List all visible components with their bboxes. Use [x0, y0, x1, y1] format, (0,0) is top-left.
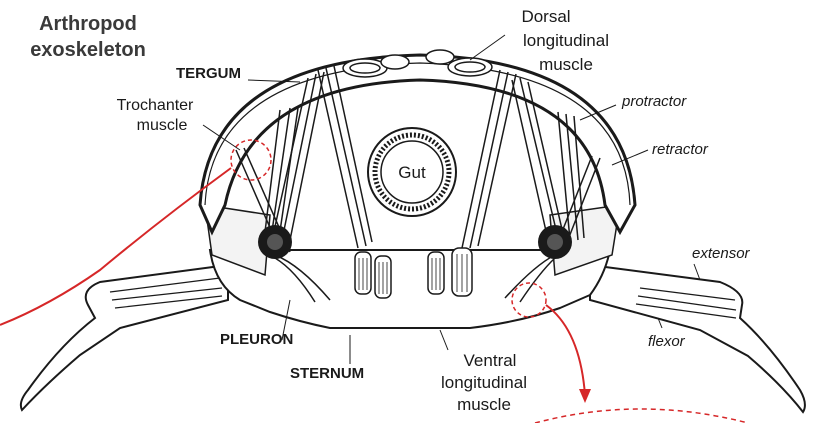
- label-protractor: protractor: [621, 93, 687, 110]
- label-trochanter-1: Trochanter: [117, 97, 194, 114]
- title-line2: exoskeleton: [30, 39, 146, 61]
- highlight-arc: [535, 409, 748, 423]
- label-gut: Gut: [398, 163, 426, 182]
- left-leg: [21, 265, 228, 410]
- label-ventral-2: longitudinal: [441, 373, 527, 392]
- label-dorsal-2: longitudinal: [523, 31, 609, 50]
- label-dorsal-1: Dorsal: [521, 7, 570, 26]
- label-trochanter-2: muscle: [137, 117, 188, 134]
- label-extensor: extensor: [692, 245, 751, 262]
- label-tergum: TERGUM: [176, 65, 241, 82]
- label-ventral-3: muscle: [457, 395, 511, 414]
- label-dorsal-3: muscle: [539, 55, 593, 74]
- label-retractor: retractor: [652, 141, 709, 158]
- highlight-arrow-lower: [546, 305, 585, 395]
- label-pleuron: PLEURON: [220, 331, 293, 348]
- label-sternum: STERNUM: [290, 365, 364, 382]
- label-ventral-1: Ventral: [464, 351, 517, 370]
- label-flexor: flexor: [648, 333, 686, 350]
- sternum-plate: [210, 250, 610, 328]
- title-line1: Arthropod: [39, 13, 137, 35]
- right-leg: [590, 265, 805, 412]
